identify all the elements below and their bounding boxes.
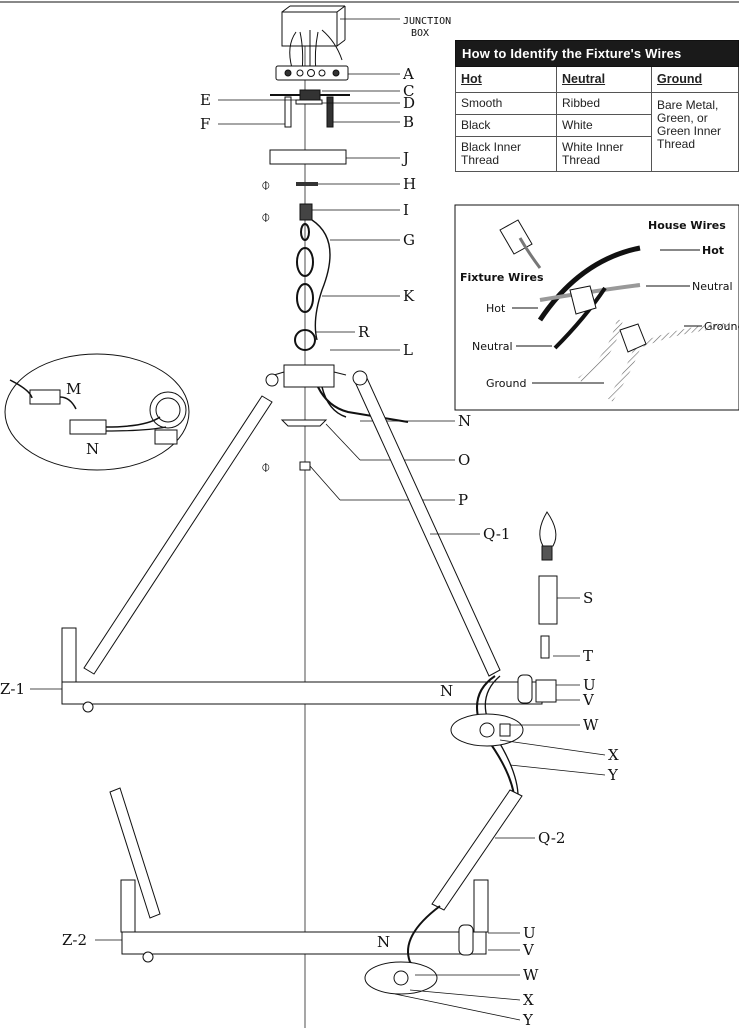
label-Y1: Y	[607, 766, 619, 784]
canopy-J	[269, 149, 347, 165]
arm-Q1-right	[352, 370, 501, 677]
label-ground-right: Ground	[704, 320, 739, 333]
ring-Z1	[61, 627, 557, 713]
label-Z1: Z-1	[0, 680, 25, 698]
connector-inset	[4, 353, 190, 471]
junction-box	[281, 5, 346, 73]
hub-L	[273, 364, 347, 388]
wire-identification-table: How to Identify the Fixture's Wires Hot …	[455, 40, 739, 172]
table-title: How to Identify the Fixture's Wires	[455, 40, 739, 67]
label-junction-box-line2: BOX	[411, 28, 429, 39]
label-L: L	[403, 341, 413, 359]
label-neutral-left: Neutral	[472, 340, 513, 353]
wiring-panel	[454, 204, 739, 411]
label-G: G	[403, 231, 415, 249]
rotate-icon: ⌽	[261, 175, 271, 194]
arm-spare	[109, 787, 161, 919]
label-Q2: Q-2	[538, 829, 565, 847]
label-N2: N	[377, 933, 390, 951]
label-N1: N	[440, 682, 453, 700]
wire-nut-neutral	[569, 285, 647, 353]
loop-I	[299, 203, 313, 221]
plate-W2	[364, 961, 438, 995]
label-P: P	[458, 491, 468, 509]
plate-W1	[450, 713, 524, 747]
chain-K	[294, 223, 316, 351]
label-Q1: Q-1	[483, 525, 510, 543]
arm-Q2	[431, 789, 523, 911]
label-fixture-wires: Fixture Wires	[460, 271, 544, 284]
label-junction-box-line1: JUNCTION	[403, 16, 451, 27]
nut-P	[299, 461, 311, 471]
label-C: C	[403, 82, 414, 100]
cell-neutral-white: White	[556, 114, 652, 137]
cell-hot-smooth: Smooth	[455, 92, 557, 115]
cell-hot-thread: Black Inner Thread	[455, 136, 557, 172]
label-V1: V	[582, 691, 595, 709]
header-neutral: Neutral	[556, 66, 652, 93]
label-A: A	[402, 65, 414, 83]
label-R: R	[358, 323, 370, 341]
label-J: J	[401, 149, 409, 167]
bulb-icon	[539, 511, 557, 561]
cell-neutral-thread: White Inner Thread	[556, 136, 652, 172]
label-S: S	[583, 589, 593, 607]
label-W1: W	[583, 716, 599, 734]
label-T: T	[583, 647, 593, 665]
label-B: B	[403, 113, 414, 131]
rotate-icon: ⌽	[261, 457, 271, 476]
wire-G	[311, 219, 331, 341]
label-N-inset: N	[86, 440, 99, 458]
hub-wires	[317, 386, 409, 423]
label-V2: V	[522, 941, 535, 959]
label-M: M	[66, 380, 81, 398]
label-D: D	[403, 94, 415, 112]
label-W2: W	[523, 966, 539, 984]
label-U1: U	[583, 676, 596, 694]
label-hot: Hot	[486, 302, 506, 315]
arm-Q1-left	[83, 373, 279, 675]
label-ground-left: Ground	[486, 377, 526, 390]
ring-Z2	[120, 879, 489, 963]
rotate-icon: ⌽	[261, 207, 271, 226]
sleeve-S	[538, 575, 558, 625]
crossbar-A	[275, 65, 349, 81]
label-X2: X	[523, 991, 534, 1009]
label-Z2: Z-2	[62, 931, 87, 949]
collar-H	[296, 182, 318, 186]
mounting-hardware	[270, 89, 350, 128]
label-Y2: Y	[522, 1011, 534, 1029]
hot-wire	[537, 245, 641, 322]
label-E: E	[200, 91, 211, 109]
label-neutral-right: Neutral	[692, 280, 733, 293]
label-U2: U	[523, 924, 536, 942]
label-house-wires: House Wires	[648, 219, 726, 232]
header-hot: Hot	[455, 66, 557, 93]
label-O: O	[458, 451, 470, 469]
label-H: H	[403, 175, 416, 193]
socket-T	[540, 635, 550, 659]
cover-O	[280, 419, 328, 427]
wire-nut-icon	[499, 219, 542, 269]
label-house-hot: Hot	[702, 244, 724, 257]
label-N-top: N	[458, 412, 471, 430]
label-X1: X	[608, 746, 619, 764]
cell-ground-description: Bare Metal, Green, or Green Inner Thread	[651, 92, 739, 172]
label-K: K	[403, 287, 415, 305]
label-F: F	[200, 115, 210, 133]
label-I: I	[403, 201, 409, 219]
